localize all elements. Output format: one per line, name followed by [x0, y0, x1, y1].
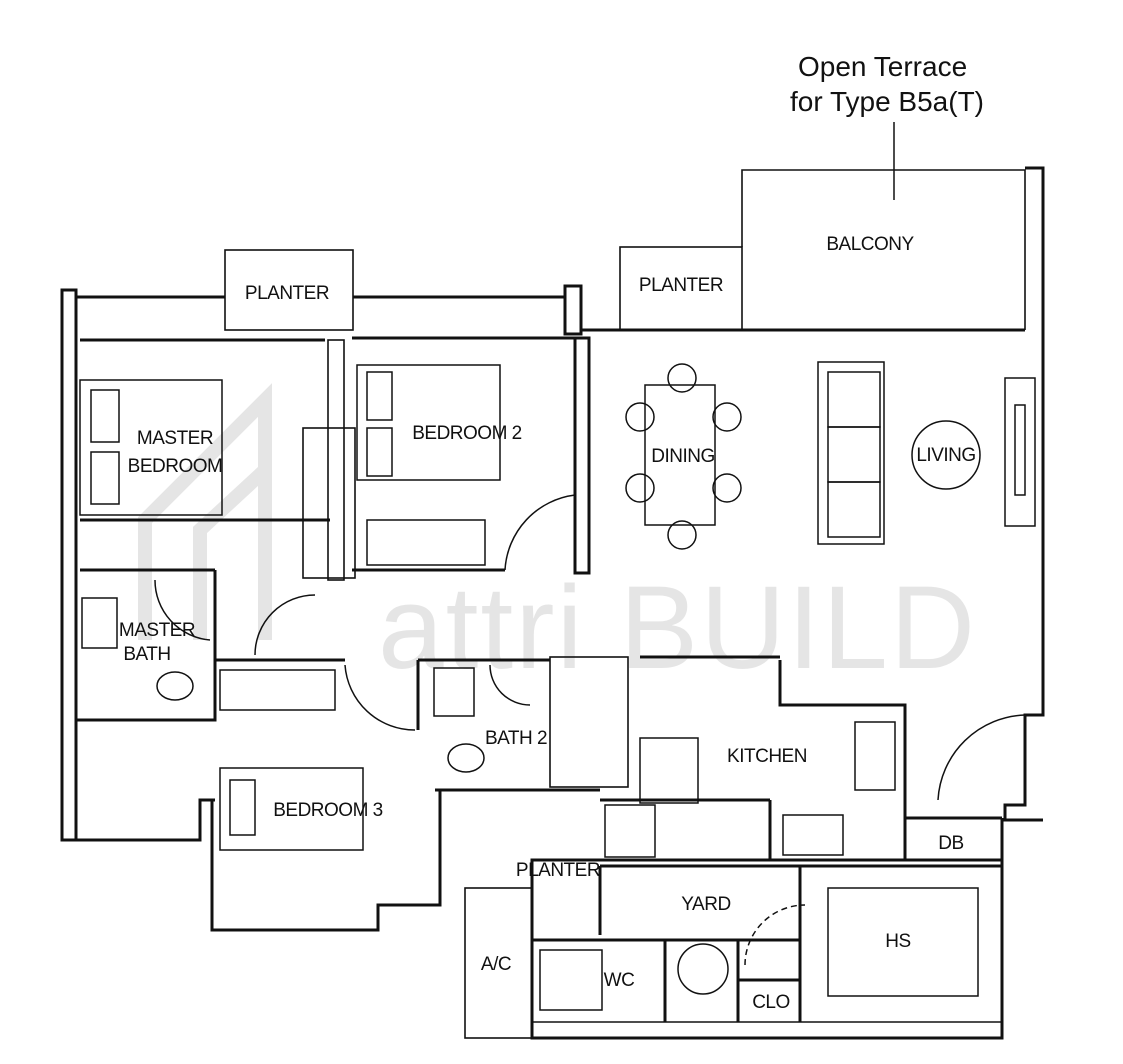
terrace-note-line1: Open Terrace	[798, 51, 967, 82]
kitchen-label: KITCHEN	[727, 746, 807, 767]
planter-top-left-label: PLANTER	[245, 283, 329, 304]
room-labels: BALCONY PLANTER PLANTER MASTER BEDROOM B…	[119, 234, 976, 1013]
balcony-label: BALCONY	[826, 234, 914, 255]
bath-2-label: BATH 2	[485, 728, 547, 749]
bedroom-3-label: BEDROOM 3	[273, 800, 383, 821]
living-label: LIVING	[916, 445, 975, 466]
db-label: DB	[938, 833, 963, 854]
terrace-note-line2: for Type B5a(T)	[790, 86, 984, 117]
master-bedroom-label-line1: MASTER	[137, 428, 213, 449]
watermark-text: attri BUILD	[378, 562, 977, 694]
bedroom-2-label: BEDROOM 2	[412, 423, 522, 444]
planter-top-right-label: PLANTER	[639, 275, 723, 296]
yard-label: YARD	[681, 894, 730, 915]
interior-walls	[80, 336, 1004, 1022]
furniture	[79, 361, 1036, 1011]
ac-label: A/C	[481, 954, 511, 975]
dining-label: DINING	[651, 446, 715, 467]
clo-label: CLO	[752, 992, 790, 1013]
watermark: attri BUILD	[138, 383, 977, 694]
doors	[154, 494, 1026, 966]
wc-label: WC	[604, 970, 635, 991]
master-bath-label-line1: MASTER	[119, 620, 195, 641]
hs-label: HS	[885, 931, 910, 952]
master-bedroom-label-line2: BEDROOM	[128, 456, 223, 477]
master-bath-label-line2: BATH	[123, 644, 170, 665]
planter-bottom-label: PLANTER	[516, 860, 600, 881]
terrace-note: Open Terrace for Type B5a(T)	[790, 51, 984, 200]
